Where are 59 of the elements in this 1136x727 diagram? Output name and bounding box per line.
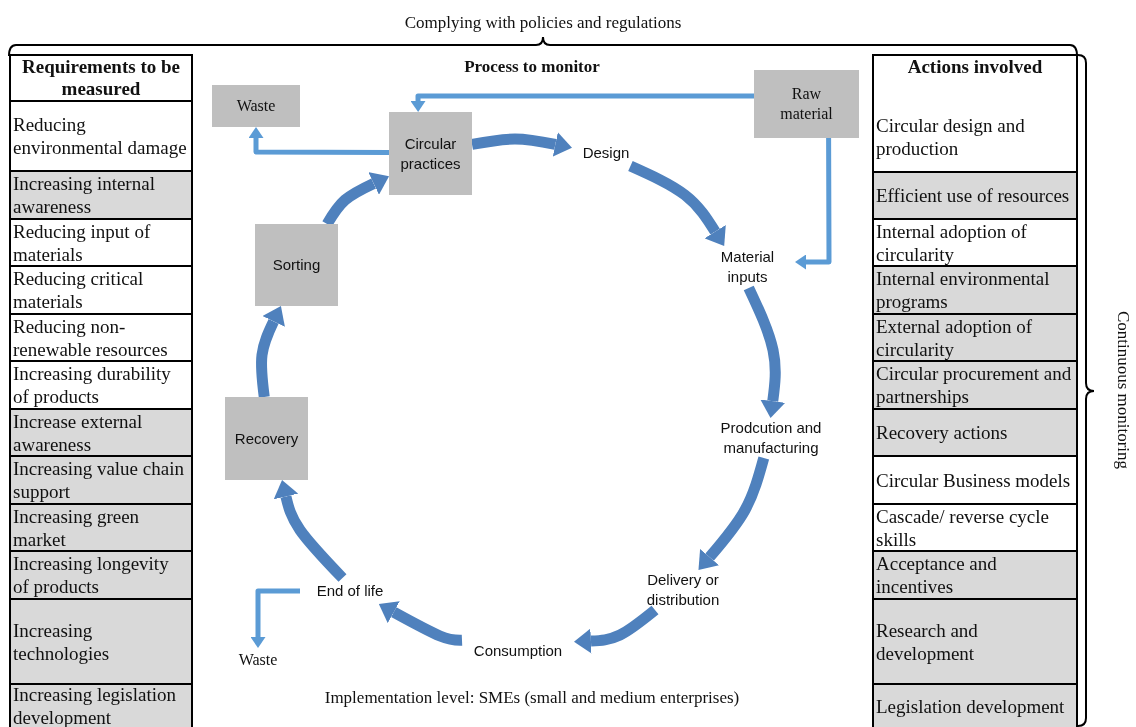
box-label: Sorting (272, 255, 321, 275)
box-label: Circular practices (399, 133, 462, 174)
box-label: Recovery (234, 428, 299, 449)
table-cell: Efficient use of resources (872, 171, 1078, 220)
table-cell: Reducing input of materials (9, 218, 193, 267)
step-label: Material inputs (719, 247, 776, 287)
table-cell: Increasing green market (9, 503, 193, 552)
table-cell: Increasing longevity of products (9, 550, 193, 600)
arrow (795, 138, 832, 270)
cycle-arrow (743, 285, 786, 418)
footer-note: Implementation level: SMEs (small and medium enterprises) (323, 687, 741, 709)
table-cell: External adoption of circularity (872, 313, 1078, 362)
cycle-arrow (273, 479, 347, 582)
bracket-label: Complying with policies and regulations (403, 12, 683, 34)
cycle-arrow (574, 605, 659, 654)
column-header: Requirements to be measured (9, 54, 193, 102)
table-cell: Acceptance and incentives (872, 550, 1078, 600)
step-label: Design (582, 143, 630, 163)
process-box (754, 70, 859, 138)
arrow (250, 588, 300, 648)
table-cell: Circular design and production (872, 84, 1078, 173)
table-cell: Recovery actions (872, 408, 1078, 457)
table-cell: Increasing durability of products (9, 360, 193, 410)
section-title: Process to monitor (463, 56, 601, 78)
table-cell: Reducing critical materials (9, 265, 193, 315)
table-cell: Circular procurement and partnerships (872, 360, 1078, 410)
table-cell: Cascade/ reverse cycle skills (872, 503, 1078, 552)
table-cell: Research and development (872, 598, 1078, 685)
cycle-arrow (322, 172, 390, 227)
process-box (212, 85, 300, 127)
box-label: Waste (236, 96, 276, 116)
table-cell: Increase external awareness (9, 408, 193, 457)
step-label: End of life (316, 581, 384, 601)
step-label: Prodcution and manufacturing (719, 418, 823, 458)
cycle-arrow (698, 456, 770, 570)
table-cell: Internal adoption of circularity (872, 218, 1078, 267)
table-cell: Increasing internal awareness (9, 170, 193, 220)
process-box (255, 224, 338, 306)
cycle-arrow (471, 132, 572, 157)
table-cell: Circular Business models (872, 455, 1078, 505)
table-cell: Increasing technologies (9, 598, 193, 685)
box-label: Raw material (779, 84, 834, 124)
process-box (225, 397, 308, 480)
table-cell: Reducing environmental damage (9, 100, 193, 172)
side-label: Continuous monitoring (1113, 309, 1134, 472)
step-label: Waste (238, 650, 278, 670)
cycle-arrow (255, 306, 285, 398)
column-header: Actions involved (872, 54, 1078, 86)
arrow (410, 93, 754, 112)
cycle-arrow (628, 160, 726, 247)
step-label: Consumption (473, 641, 563, 661)
table-cell: Increasing value chain support (9, 455, 193, 505)
table-cell: Legislation development (872, 683, 1078, 727)
table-cell: Internal environmental programs (872, 265, 1078, 315)
process-box (389, 112, 472, 195)
cycle-arrow (378, 601, 463, 646)
step-label: Delivery or distribution (645, 570, 721, 610)
table-cell: Reducing non-renewable resources (9, 313, 193, 362)
arrow (248, 127, 389, 155)
